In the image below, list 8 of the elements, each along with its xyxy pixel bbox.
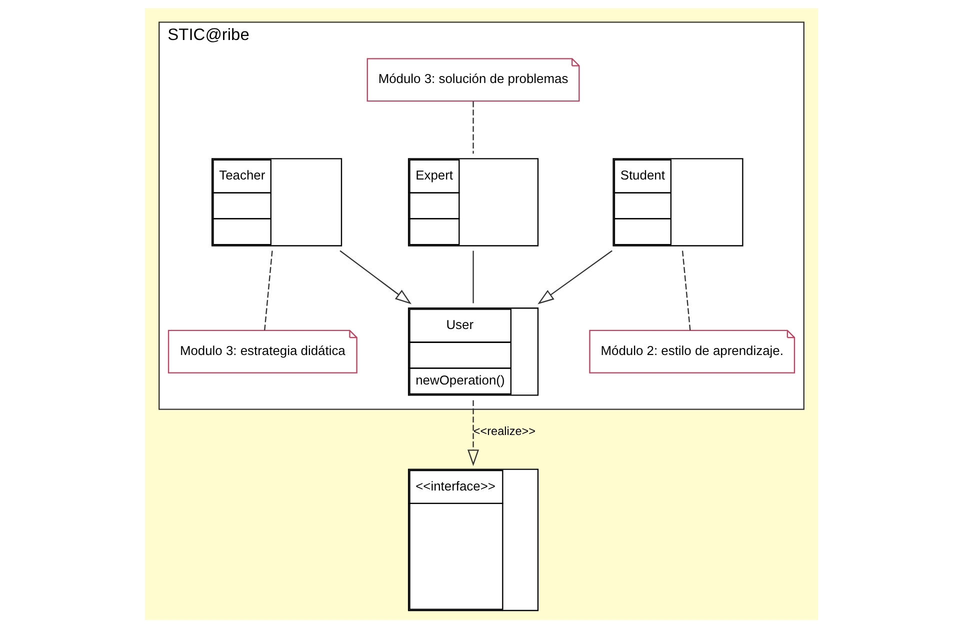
arrow (339, 250, 412, 304)
connector (472, 101, 474, 154)
connector (681, 250, 690, 330)
connector (264, 250, 272, 330)
edge-label: <<realize>> (472, 425, 535, 438)
arrow (537, 250, 612, 304)
arrow (467, 400, 479, 466)
connector (472, 250, 474, 304)
